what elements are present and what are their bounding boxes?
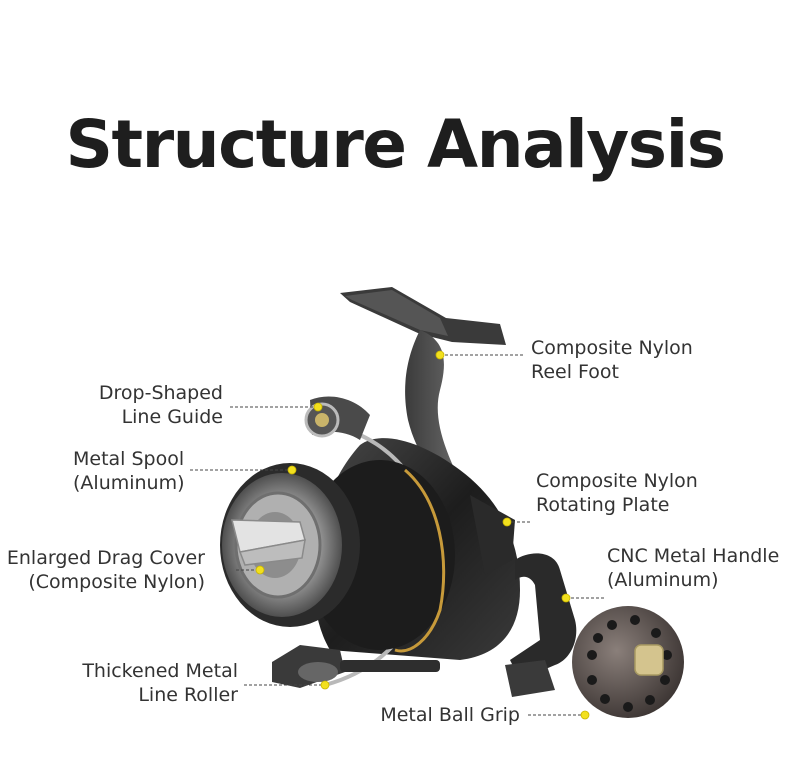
- callout-text: (Aluminum): [607, 569, 719, 591]
- callout-dot-rotating-plate: [502, 517, 512, 527]
- callout-dot-ball-grip: [580, 710, 590, 720]
- callout-text: CNC Metal Handle: [607, 545, 780, 567]
- leader-lines: [190, 354, 604, 716]
- callout-dots: [255, 350, 590, 720]
- ball-grip: [572, 606, 684, 718]
- line-roller: [272, 645, 440, 688]
- callout-text: Composite Nylon: [536, 470, 698, 492]
- callout-text: Line Roller: [138, 684, 238, 706]
- callout-handle: CNC Metal Handle (Aluminum): [607, 544, 779, 592]
- callout-text: Rotating Plate: [536, 494, 670, 516]
- callout-text: (Composite Nylon): [28, 571, 205, 593]
- metal-handle: [505, 553, 577, 697]
- callout-rotating-plate: Composite Nylon Rotating Plate: [536, 469, 698, 517]
- callout-ball-grip: Metal Ball Grip: [380, 703, 520, 727]
- callout-line-guide: Drop-Shaped Line Guide: [99, 381, 223, 429]
- callout-dot-drag-cover: [255, 565, 265, 575]
- callout-text: Metal Ball Grip: [380, 704, 520, 726]
- callout-text: Metal Spool: [73, 448, 185, 470]
- callout-text: Enlarged Drag Cover: [6, 547, 205, 569]
- callout-spool: Metal Spool (Aluminum): [73, 447, 185, 495]
- callout-dot-spool: [287, 465, 297, 475]
- line-guide: [304, 396, 370, 440]
- reel-foot: [340, 287, 506, 345]
- reel-stem: [405, 330, 500, 540]
- callout-drag-cover: Enlarged Drag Cover (Composite Nylon): [7, 546, 205, 594]
- rotating-plate: [470, 495, 515, 575]
- callout-dot-line-roller: [320, 680, 330, 690]
- drag-cover: [231, 519, 306, 566]
- callout-reel-foot: Composite Nylon Reel Foot: [531, 336, 693, 384]
- callout-dot-handle: [561, 593, 571, 603]
- callout-dot-line-guide: [313, 402, 323, 412]
- callout-text: Composite Nylon: [531, 337, 693, 359]
- callout-text: Drop-Shaped: [98, 382, 223, 404]
- callout-dot-reel-foot: [435, 350, 445, 360]
- callout-line-roller: Thickened Metal Line Roller: [82, 659, 238, 707]
- callout-text: Line Guide: [121, 406, 223, 428]
- callout-text: (Aluminum): [73, 472, 185, 494]
- gold-trim: [394, 468, 446, 653]
- callout-text: Reel Foot: [531, 361, 619, 383]
- callout-text: Thickened Metal: [82, 660, 238, 682]
- page-title: Structure Analysis: [65, 106, 726, 183]
